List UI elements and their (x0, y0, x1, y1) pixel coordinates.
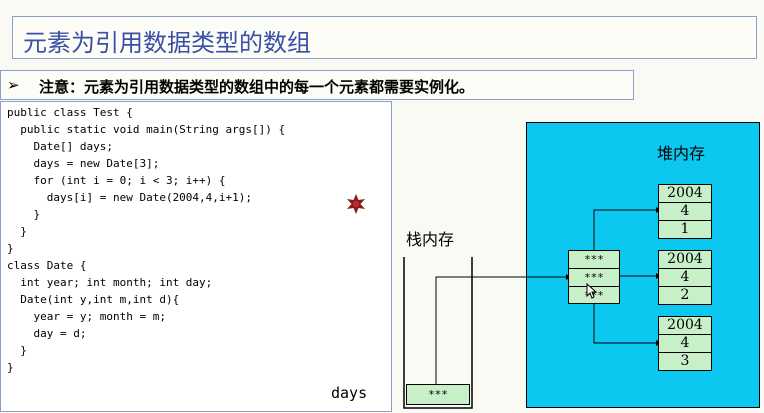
mouse-cursor-icon (586, 283, 598, 299)
heap-memory-area (526, 122, 760, 408)
bullet-arrow-icon: ➢ (7, 76, 20, 94)
code-line: int year; int month; int day; (7, 276, 213, 289)
date-object-3: 2004 4 3 (658, 316, 712, 371)
code-block: public class Test { public static void m… (7, 104, 285, 376)
array-object: *** *** *** (568, 250, 620, 304)
code-line: days[i] = new Date(2004,4,i+1); (7, 191, 253, 204)
heap-label: 堆内存 (657, 144, 706, 163)
slide-title: 元素为引用数据类型的数组 (23, 29, 311, 57)
object-month: 4 (659, 335, 711, 353)
code-line: year = y; month = m; (7, 310, 166, 323)
object-day: 1 (680, 221, 690, 237)
note-text: 注意：元素为引用数据类型的数组中的每一个元素都需要实例化。 (39, 78, 475, 96)
code-line: } (7, 225, 27, 238)
object-day: 2 (680, 287, 690, 303)
days-label: days (331, 384, 368, 402)
slide-title-box: 元素为引用数据类型的数组 (12, 16, 757, 59)
code-line: days = new Date[3]; (7, 157, 160, 170)
array-cell: *** (569, 269, 619, 287)
object-month: 4 (659, 269, 711, 287)
stack-cell-days: *** (406, 384, 470, 405)
code-line: for (int i = 0; i < 3; i++) { (7, 174, 226, 187)
array-cell: *** (569, 251, 619, 269)
code-line: } (7, 242, 14, 255)
object-day: 3 (680, 353, 690, 369)
object-year: 2004 (659, 185, 711, 203)
date-object-2: 2004 4 2 (658, 250, 712, 305)
object-month: 4 (659, 203, 711, 221)
code-line: } (7, 361, 14, 374)
object-year: 2004 (659, 251, 711, 269)
object-year: 2004 (659, 317, 711, 335)
stack-label: 栈内存 (406, 230, 455, 249)
code-line: } (7, 344, 27, 357)
code-line: Date(int y,int m,int d){ (7, 293, 180, 306)
code-line: class Date { (7, 259, 87, 272)
code-line: } (7, 208, 41, 221)
code-line: day = d; (7, 327, 87, 340)
code-line: public static void main(String args[]) { (7, 123, 286, 136)
code-line: public class Test { (7, 106, 133, 119)
pointer-marker-icon (347, 194, 365, 214)
code-line: Date[] days; (7, 140, 113, 153)
date-object-1: 2004 4 1 (658, 184, 712, 239)
code-panel: public class Test { public static void m… (0, 101, 392, 412)
note-box: ➢ 注意：元素为引用数据类型的数组中的每一个元素都需要实例化。 (0, 70, 634, 100)
